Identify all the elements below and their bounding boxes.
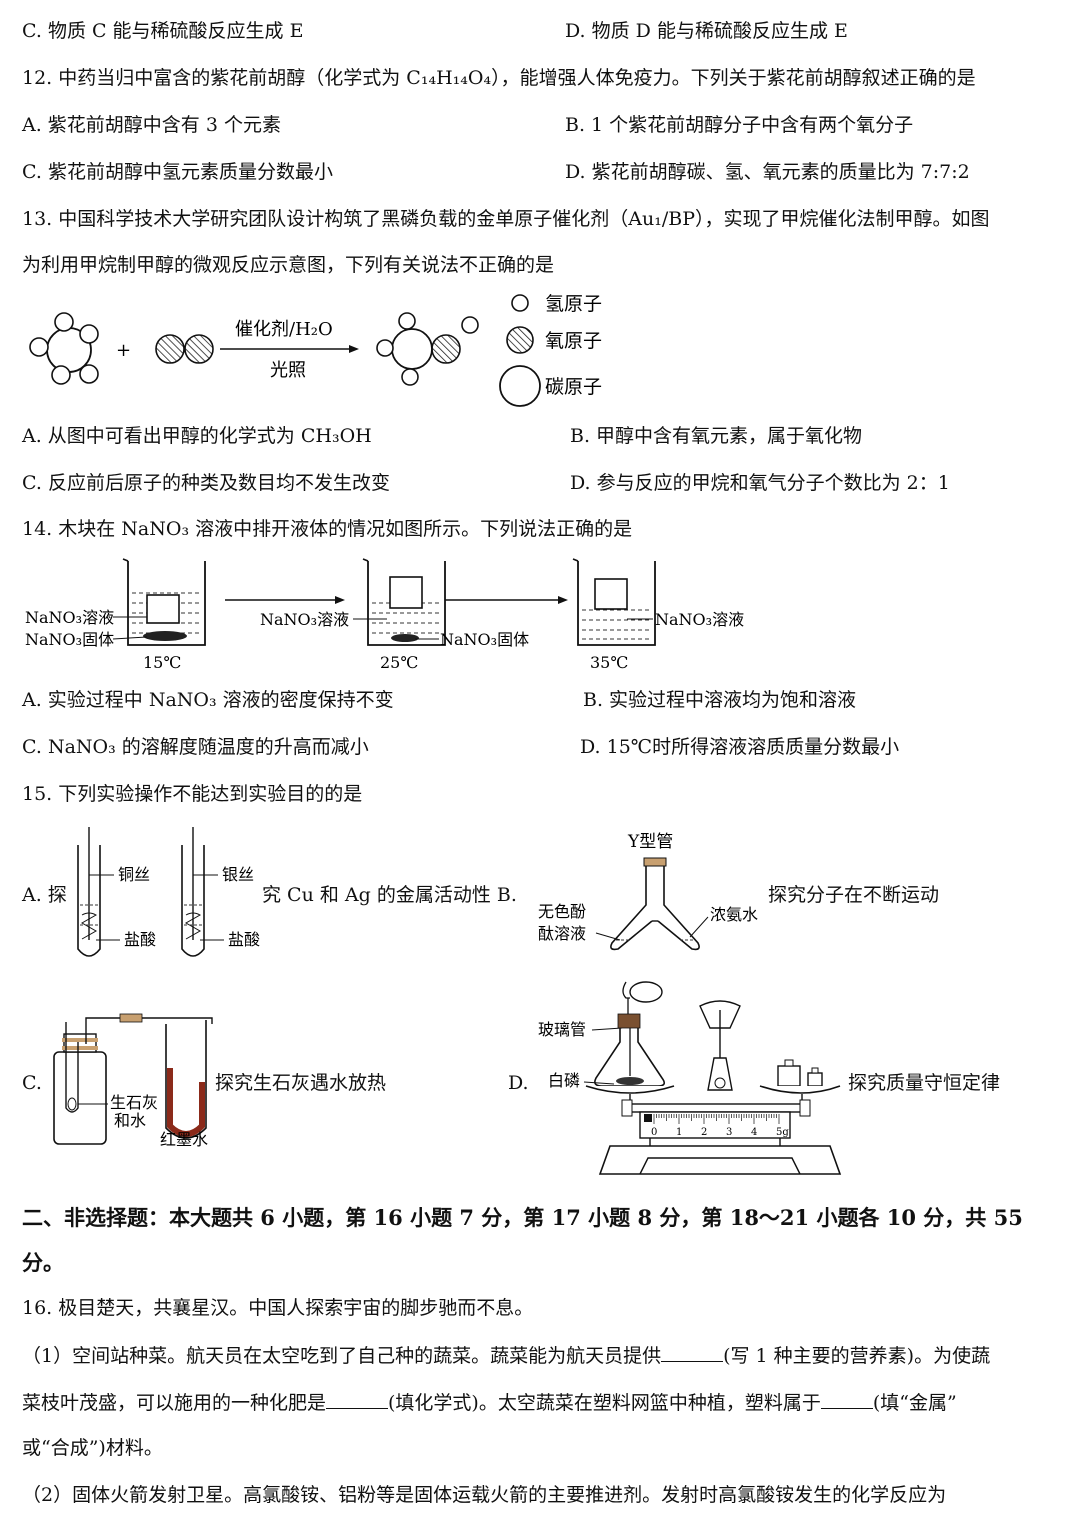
q15-c-prefix: C. <box>22 1072 42 1094</box>
q15-c-text: 探究生石灰遇水放热 <box>215 1072 387 1094</box>
label-solution-1: NaNO₃溶液 <box>25 608 114 627</box>
q15-a-text: 究 Cu 和 Ag 的金属活动性 B. <box>262 884 517 906</box>
q15-c-apparatus: 生石灰 和水 红墨水 <box>53 1013 213 1149</box>
section2-heading-line2: 分。 <box>22 1250 64 1275</box>
answer-blank-material[interactable] <box>820 1390 873 1409</box>
q16-p1-text-e: (填“金属” <box>872 1392 957 1414</box>
q12-option-d: D. 紫花前胡醇碳、氢、氧元素的质量比为 7:7:2 <box>565 161 970 183</box>
label-copper-wire: 铜丝 <box>118 865 150 884</box>
q13-option-a: A. 从图中可看出甲醇的化学式为 CH₃OH <box>22 425 372 447</box>
label-acid-2: 盐酸 <box>228 930 260 949</box>
q15-a-prefix: A. 探 <box>22 884 67 906</box>
label-temp-3: 35℃ <box>590 653 628 672</box>
q16-stem: 16. 极目楚天，共襄星汉。中国人探索宇宙的脚步驰而不息。 <box>22 1297 534 1319</box>
label-white-phosphorus: 白磷 <box>548 1071 580 1090</box>
beaker-35c <box>572 558 656 646</box>
scale-tick-label: 4 <box>751 1127 757 1138</box>
label-acid-1: 盐酸 <box>124 930 156 949</box>
label-red-ink: 红墨水 <box>160 1130 208 1149</box>
q12-option-c: C. 紫花前胡醇中氢元素质量分数最小 <box>22 161 333 183</box>
q14-option-c: C. NaNO₃ 的溶解度随温度的升高而减小 <box>22 736 369 758</box>
q15-b-text: 探究分子在不断运动 <box>768 884 940 906</box>
q16-p1-text-d: (填化学式)。太空蔬菜在塑料网篮中种植，塑料属于 <box>388 1392 821 1414</box>
label-solid-1: NaNO₃固体 <box>25 630 114 649</box>
label-glass-tube: 玻璃管 <box>538 1020 586 1039</box>
label-solution-3: NaNO₃溶液 <box>655 610 744 629</box>
q13-option-c: C. 反应前后原子的种类及数目均不发生改变 <box>22 472 390 494</box>
atom-legend: 氢原子 氧原子 碳原子 <box>499 293 602 407</box>
q16-p1-text-c: 菜枝叶茂盛，可以施用的一种化肥是 <box>22 1392 327 1414</box>
legend-oxygen: 氧原子 <box>545 330 602 352</box>
label-quicklime-1: 生石灰 <box>110 1093 158 1112</box>
q16-part1-line3: 或“合成”)材料。 <box>22 1437 163 1459</box>
q16-p1-text-b: (写 1 种主要的营养素)。为使蔬 <box>723 1345 991 1367</box>
reaction-condition-bottom: 光照 <box>270 360 306 381</box>
reaction-condition-top: 催化剂/H₂O <box>235 319 333 340</box>
q13-stem-line2: 为利用甲烷制甲醇的微观反应示意图，下列有关说法不正确的是 <box>22 254 555 276</box>
label-y-tube: Y型管 <box>627 832 673 852</box>
q14-option-d: D. 15℃时所得溶液溶质质量分数最小 <box>580 736 900 758</box>
q16-part1-line1: （1）空间站种菜。航天员在太空吃到了自己种的蔬菜。蔬菜能为航天员提供 (写 1 种… <box>22 1343 990 1368</box>
q15-d-text: 探究质量守恒定律 <box>848 1072 1001 1094</box>
scale-tick-label: 1 <box>676 1127 682 1138</box>
label-phenolphthalein-2: 酞溶液 <box>538 924 586 943</box>
methane-molecule <box>29 312 99 385</box>
label-solution-2: NaNO₃溶液 <box>260 610 349 629</box>
label-temp-2: 25℃ <box>380 653 418 672</box>
methanol-molecule <box>376 312 479 386</box>
scale-tick-label: 3 <box>726 1127 732 1138</box>
q13-option-b: B. 甲醇中含有氧元素，属于氧化物 <box>570 425 863 447</box>
plus-sign: + <box>116 340 131 361</box>
q13-reaction-diagram: + 催化剂/H₂O 光照 氢原子 氧原子 碳原子 <box>29 293 602 407</box>
beaker-15c <box>122 558 206 646</box>
q15-d-prefix: D. <box>508 1072 529 1094</box>
label-solid-2: NaNO₃固体 <box>440 630 529 649</box>
scale-tick-label: 2 <box>701 1127 707 1138</box>
answer-blank-fertilizer[interactable] <box>326 1390 389 1409</box>
oxygen-molecule <box>155 334 214 364</box>
answer-blank-nutrient[interactable] <box>661 1343 724 1362</box>
beaker-25c <box>362 558 446 646</box>
label-ammonia: 浓氨水 <box>710 905 758 924</box>
q14-option-b: B. 实验过程中溶液均为饱和溶液 <box>583 689 857 711</box>
q12-option-a: A. 紫花前胡醇中含有 3 个元素 <box>22 114 281 136</box>
q11-option-c: C. 物质 C 能与稀硫酸反应生成 E <box>22 20 304 42</box>
scale-tick-label: 5g <box>776 1127 789 1138</box>
legend-hydrogen: 氢原子 <box>545 293 602 315</box>
label-phenolphthalein-1: 无色酚 <box>538 902 586 921</box>
q13-option-d: D. 参与反应的甲烷和氧气分子个数比为 2：1 <box>570 472 950 494</box>
label-silver-wire: 银丝 <box>222 865 254 884</box>
q15-d-balance: 玻璃管 白磷 0 1 2 3 4 5g <box>538 981 842 1175</box>
label-quicklime-2: 和水 <box>114 1111 146 1130</box>
q12-option-b: B. 1 个紫花前胡醇分子中含有两个氧分子 <box>565 114 914 136</box>
section2-heading-line1: 二、非选择题：本大题共 6 小题，第 16 小题 7 分，第 17 小题 8 分… <box>22 1205 1023 1230</box>
q16-part1-line2: 菜枝叶茂盛，可以施用的一种化肥是 (填化学式)。太空蔬菜在塑料网篮中种植，塑料属于… <box>22 1390 957 1415</box>
scale-tick-label: 0 <box>651 1127 657 1138</box>
q16-p1-text-a: （1）空间站种菜。航天员在太空吃到了自己种的蔬菜。蔬菜能为航天员提供 <box>22 1345 662 1367</box>
q15-stem: 15. 下列实验操作不能达到实验目的的是 <box>22 783 363 805</box>
q14-beaker-diagram: NaNO₃溶液 NaNO₃固体 15℃ NaNO₃溶液 NaNO₃固体 25℃ … <box>25 558 744 672</box>
legend-carbon: 碳原子 <box>545 376 602 398</box>
q16-part2: （2）固体火箭发射卫星。高氯酸铵、铝粉等是固体运载火箭的主要推进剂。发射时高氯酸… <box>22 1484 947 1506</box>
label-temp-1: 15℃ <box>143 653 181 672</box>
q11-option-d: D. 物质 D 能与稀硫酸反应生成 E <box>565 20 848 42</box>
q15-a-test-tubes: 铜丝 盐酸 银丝 盐酸 <box>77 827 260 957</box>
q15-b-y-tube: Y型管 无色酚 酞溶液 浓氨水 <box>538 832 758 951</box>
q14-option-a: A. 实验过程中 NaNO₃ 溶液的密度保持不变 <box>22 689 394 711</box>
q12-stem: 12. 中药当归中富含的紫花前胡醇（化学式为 C₁₄H₁₄O₄），能增强人体免疫… <box>22 67 976 89</box>
balance-scale-ticks: 0 1 2 3 4 5g <box>651 1114 789 1138</box>
q14-stem: 14. 木块在 NaNO₃ 溶液中排开液体的情况如图所示。下列说法正确的是 <box>22 518 633 540</box>
q13-stem-line1: 13. 中国科学技术大学研究团队设计构筑了黑磷负载的金单原子催化剂（Au₁/BP… <box>22 208 990 230</box>
